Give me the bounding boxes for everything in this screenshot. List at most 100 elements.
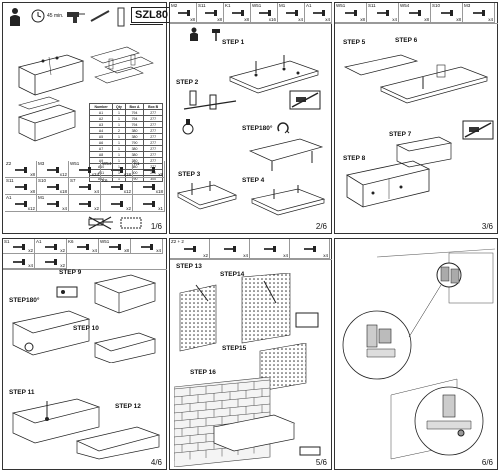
hardware-quantity: x4 [243, 253, 248, 258]
step-2-illustration [182, 90, 237, 135]
table-cell: 300 [143, 175, 163, 182]
screwdriver-icon [90, 10, 110, 22]
hardware-code: A1 [6, 195, 12, 200]
model-number: SZL80 [131, 7, 173, 23]
fastener-icon [15, 183, 27, 190]
step-16-brick-wall-illustration [174, 377, 321, 467]
step-5-6-illustration [343, 54, 489, 104]
step-label: STEP 12 [115, 403, 141, 410]
hardware-quantity: x4 [62, 206, 67, 211]
hardware-item: x2 [69, 195, 101, 212]
hardware-item: x4 [3, 254, 35, 269]
hardware-quantity: x4 [283, 253, 288, 258]
fastener-icon [231, 10, 244, 16]
rotate-label: STEP180° [242, 125, 273, 132]
hardware-code: S1 [4, 239, 10, 244]
page-number: 4/6 [150, 458, 162, 467]
fastener-icon [473, 10, 485, 16]
fastener-icon [312, 10, 325, 16]
hardware-quantity: x8 [30, 189, 35, 194]
fastener-icon [109, 243, 121, 250]
hardware-code: K6 [68, 239, 74, 244]
fastener-icon [177, 10, 190, 16]
hardware-item: x4 [250, 239, 290, 259]
hardware-code: M1 [279, 3, 286, 8]
hardware-code: M2 [171, 3, 178, 8]
fastener-icon [285, 10, 298, 16]
fastener-icon [79, 166, 91, 173]
step-3-illustration [177, 181, 238, 210]
fastener-icon [441, 10, 453, 16]
no-power-drill-icon [88, 216, 113, 230]
hardware-quantity: x2 [28, 248, 33, 253]
hardware-item: A1 x2 [35, 239, 67, 254]
step-9-illustration [93, 274, 157, 314]
step-label: STEP 9 [59, 269, 82, 276]
step-label: STEP 4 [242, 177, 265, 184]
hardware-quantity: x18 [155, 189, 163, 194]
flipped-panel-illustration [248, 138, 324, 171]
hardware-quantity: x1 [158, 206, 163, 211]
step-1-illustration [228, 55, 320, 94]
hardware-item: S1 x2 [3, 239, 35, 254]
hardware-quantity: x2 [203, 253, 208, 258]
box-outline-illustration [17, 104, 77, 142]
page-number: 6/6 [481, 458, 493, 467]
step-label: STEP 16 [190, 369, 216, 376]
person-icon [190, 27, 198, 41]
fastener-icon [224, 246, 236, 252]
hardware-code: K6 [102, 178, 108, 183]
fastener-icon [45, 243, 57, 250]
step-label: STEP 6 [395, 37, 418, 44]
clock-icon [31, 9, 45, 23]
fastener-icon [345, 10, 357, 16]
fastener-icon [111, 200, 123, 207]
hardware-quantity: x4 [298, 17, 303, 22]
fastener-icon [304, 246, 316, 252]
fastener-icon [377, 10, 389, 16]
hardware-code: S11 [6, 178, 14, 183]
hardware-code: S7 [70, 178, 76, 183]
page-number: 1/6 [150, 222, 162, 231]
hardware-code: W51 [70, 161, 80, 166]
assembly-time: 45 min. [47, 13, 64, 19]
hardware-quantity: x2 [60, 248, 65, 253]
fastener-icon [143, 183, 155, 190]
page-number: 2/6 [315, 222, 327, 231]
hardware-item: A1 x12 [5, 195, 37, 212]
hardware-code: S10 [38, 178, 47, 183]
step-label: STEP15 [222, 345, 247, 352]
hardware-item: x18 [133, 178, 165, 195]
hardware-quantity: x12 [27, 206, 35, 211]
ruler-icon [117, 7, 125, 27]
hardware-quantity: x18 [123, 172, 131, 177]
fastener-icon [45, 258, 57, 265]
step-label: STEP 7 [389, 131, 412, 138]
hammer-icon [212, 29, 220, 41]
hardware-code: A1 [306, 3, 312, 8]
hardware-quantity: x8 [244, 17, 249, 22]
hardware-quantity: x8 [456, 17, 461, 22]
hardware-code: W51 [100, 239, 110, 244]
hardware-quantity: x4 [392, 17, 397, 22]
hardware-quantity: x2 [94, 206, 99, 211]
hardware-quantity: x4 [94, 189, 99, 194]
drill-icon [67, 12, 85, 23]
hardware-code: W54 [400, 3, 410, 8]
fastener-icon [15, 200, 27, 207]
hardware-code: A1 [36, 239, 42, 244]
fastener-icon [143, 200, 155, 207]
fastener-icon [77, 243, 89, 250]
